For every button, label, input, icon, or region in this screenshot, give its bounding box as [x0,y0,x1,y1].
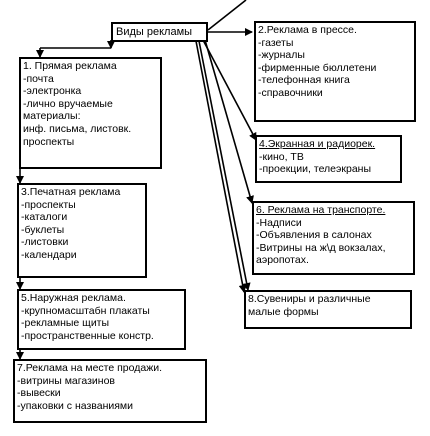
node-item: -упаковки с названиями [17,399,134,412]
connector-root-b8b [195,40,247,293]
node-item: -витрины магазинов [17,374,115,387]
node-outdoor-advertising: 5.Наружная реклама. -крупномасштабн плак… [17,289,186,350]
root-node: Виды рекламы [111,22,208,42]
node-press-advertising: 2.Реклама в прессе. -газеты -журналы -фи… [254,21,416,122]
node-item: -фирменные бюллетени [258,61,377,74]
node-title: 6. Реклама на транспорте. [256,204,386,216]
node-print-advertising: 3.Печатная реклама -проспекты -каталоги … [17,183,147,278]
node-title: 1. Прямая реклама [23,60,117,72]
node-item: -рекламные щиты [21,317,110,330]
node-screen-radio-advertising: 4.Экранная и радиорек. -кино, ТВ -проекц… [255,135,402,183]
node-item: инф. письма, листовк. [23,122,132,135]
node-item: аэропотах. [256,254,309,267]
node-direct-advertising: 1. Прямая реклама -почта -электронка -ли… [19,57,162,169]
node-item: -вывески [17,387,61,400]
node-item: -почта [23,72,54,85]
node-item: -Объявления в салонах [256,229,372,242]
node-title: 4.Экранная и радиорек. [259,138,376,150]
node-item: проспекты [23,135,75,148]
node-item: -Витрины на ж\д вокзалах, [256,241,386,254]
node-item: -телефонная книга [258,74,350,87]
node-souvenirs: 8.Сувениры и различные малые формы [244,290,412,329]
node-item: -крупномасштабн плакаты [21,304,150,317]
node-item: -каталоги [21,211,68,224]
node-item: -журналы [258,49,305,62]
node-item: материалы: [23,110,81,123]
node-item: -буклеты [21,223,65,236]
node-item: -пространственные констр. [21,329,154,342]
node-title: 2.Реклама в прессе. [258,24,357,36]
node-item: -проекции, телеэкраны [259,163,371,176]
node-item: -справочники [258,86,323,99]
node-title: 5.Наружная реклама. [21,292,126,304]
node-item: малые формы [248,305,319,318]
node-title: 7.Реклама на месте продажи. [17,362,163,374]
node-item: -лично вручаемые [23,97,113,110]
node-item: -календари [21,248,77,261]
node-item: -проспекты [21,198,76,211]
node-point-of-sale-advertising: 7.Реклама на месте продажи. -витрины маг… [13,359,207,423]
node-item: -листовки [21,236,69,249]
connector-root-b6 [204,39,254,204]
node-item: -кино, ТВ [259,150,304,163]
node-title: 8.Сувениры и различные [248,293,371,305]
node-item: -Надписи [256,216,302,229]
connector-root-b8 [198,40,251,291]
node-title: 3.Печатная реклама [21,186,121,198]
node-transport-advertising: 6. Реклама на транспорте. -Надписи -Объя… [252,201,415,275]
connector-root-b4 [202,39,257,141]
node-item: -газеты [258,36,294,49]
root-node-title: Виды рекламы [116,26,193,38]
node-item: -электронка [23,85,82,98]
connector-root-offpage [207,0,247,31]
